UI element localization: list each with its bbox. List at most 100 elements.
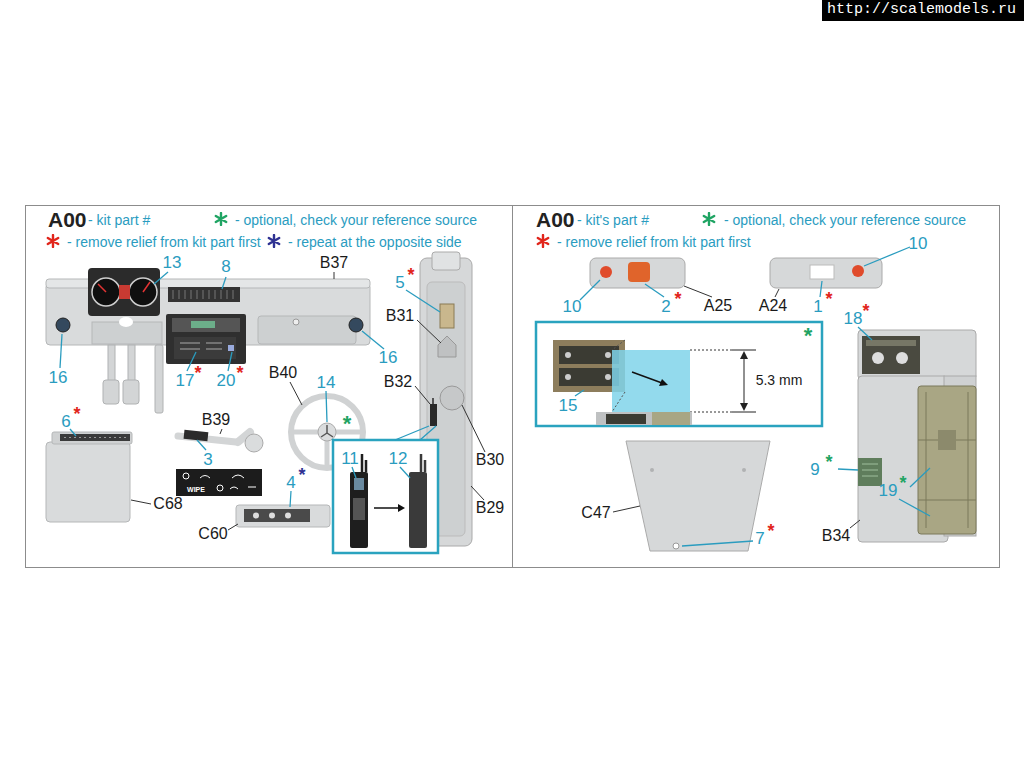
switch-part: [590, 258, 882, 288]
radio-rack-part: [938, 430, 956, 450]
legend-text: - optional, check your reference source: [724, 213, 966, 227]
radio-inset: [350, 472, 368, 548]
pedal-part: [155, 345, 163, 413]
door-part: [440, 386, 464, 410]
callout-number: 18: [844, 310, 863, 327]
panel-frame: [26, 206, 513, 568]
asterisk-mark: *: [825, 290, 832, 308]
radio-box-inset: [740, 403, 748, 411]
leader-line: [775, 289, 779, 297]
callout-number: 2: [661, 298, 670, 315]
radio-rack-part: [858, 330, 976, 380]
leader-line: [575, 390, 584, 396]
callout-number: 6: [61, 413, 70, 430]
console-part: [64, 437, 126, 438]
leader-line: [613, 506, 640, 512]
callout-number: 10: [909, 235, 928, 252]
leader-line: [60, 247, 930, 546]
radio-inset: [333, 440, 438, 553]
leader-line: [415, 386, 430, 404]
leader-line: [60, 334, 62, 368]
dashboard-part: [258, 316, 356, 344]
console-part: [46, 432, 330, 527]
callout-number: 15: [559, 397, 578, 414]
part-name: A25: [704, 298, 732, 314]
dashboard-part: [174, 337, 236, 359]
part-name: B31: [386, 308, 414, 324]
radio-inset: [353, 498, 365, 520]
leader-line: [362, 331, 384, 349]
radio-inset: [333, 440, 438, 553]
console-part: [52, 432, 132, 444]
switch-panel: [176, 469, 262, 496]
radio-box-inset: [565, 374, 571, 380]
callout-number: 11: [341, 450, 359, 467]
asterisk-mark: *: [194, 364, 201, 382]
callout-number: 4: [286, 474, 295, 491]
switch-panel: [200, 475, 256, 489]
asterisk-mark: *: [767, 522, 774, 540]
watermark-box: http://scalemodels.ru: [822, 0, 1024, 21]
radio-rack-part: [858, 330, 976, 542]
part-name: C47: [581, 505, 610, 521]
leader-line: [222, 277, 226, 289]
callout-number: 10: [563, 298, 582, 315]
asterisk-mark: *: [862, 302, 869, 320]
leader-line: [858, 327, 872, 340]
leader-line: [154, 272, 168, 284]
radio-box-inset: [612, 340, 625, 412]
door-part: [440, 304, 454, 328]
switch-part: [600, 266, 612, 278]
radio-box-inset: [605, 374, 611, 380]
leader-line: [395, 426, 436, 440]
callout-number: 17: [176, 372, 195, 389]
steering-wheel: [321, 425, 333, 437]
wiper-stalk: [178, 430, 263, 452]
part-name: C60: [198, 526, 227, 542]
console-part: [285, 513, 291, 519]
console-part: [46, 442, 130, 522]
asterisk-swatch: [702, 212, 716, 226]
callout-number: 9: [810, 461, 819, 478]
asterisk-swatch: [214, 212, 228, 226]
asterisk-swatch: [267, 234, 281, 248]
asterisk-mark: *: [343, 413, 352, 435]
callout-number: 7: [755, 530, 764, 547]
leader-line: [645, 284, 664, 297]
pedal-part: [103, 345, 163, 413]
part-name: A24: [759, 298, 787, 314]
console-part: [236, 505, 330, 527]
console-part: [269, 513, 275, 519]
switch-panel: [217, 485, 223, 491]
asterisk-mark: *: [73, 405, 80, 423]
radio-inset: [421, 454, 425, 472]
radio-rack-part: [918, 392, 976, 528]
cover-part: [626, 441, 770, 551]
key-text: - kit's part #: [577, 213, 649, 227]
asterisk-mark: *: [804, 325, 813, 347]
console-part: [60, 434, 130, 441]
asterisk-mark: *: [236, 364, 243, 382]
panel-frame: [513, 206, 1000, 568]
leader-line: [417, 320, 441, 343]
part-name: B34: [822, 528, 850, 544]
dashboard-part: [56, 318, 70, 332]
radio-box-inset: [536, 322, 822, 426]
callout-number: 16: [379, 349, 398, 366]
leader-line: [400, 467, 410, 478]
leader-line: [131, 500, 151, 504]
pedal-part: [108, 345, 115, 383]
dashboard-part: [98, 282, 150, 292]
dashboard-part: [180, 343, 222, 349]
leader-line: [334, 272, 335, 279]
leader-line: [580, 280, 600, 300]
dashboard-part: [119, 285, 130, 299]
asterisk-swatch: [536, 234, 550, 248]
dashboard-part: [228, 345, 234, 351]
legend-text: - remove relief from kit part first: [67, 235, 261, 249]
leader-line: [70, 429, 76, 436]
console-part: [244, 509, 310, 522]
leader-line: [820, 281, 822, 297]
dashboard-part: [173, 290, 233, 299]
